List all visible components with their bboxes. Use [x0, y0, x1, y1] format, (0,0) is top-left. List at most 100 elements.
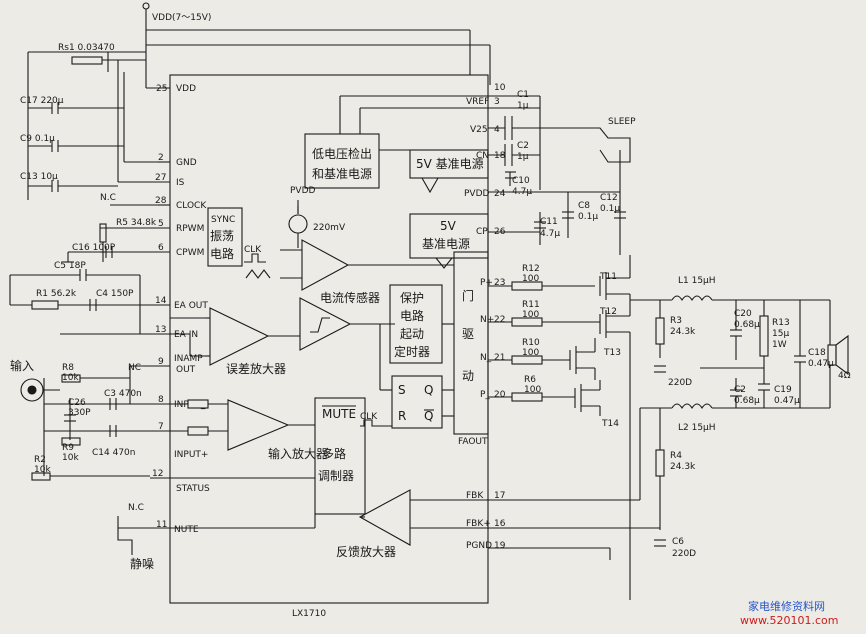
sr-qb: Q — [424, 409, 433, 423]
r10-label: R10 — [522, 338, 540, 348]
r1-label: R1 56.2k — [36, 289, 77, 299]
uvlo-text-1: 低电压检出 — [312, 146, 372, 161]
oscillator-block — [207, 207, 243, 267]
pin-11-name: NUTE — [174, 525, 199, 535]
speaker-icon — [827, 334, 849, 376]
c19-label: C19 — [774, 385, 792, 395]
pin-9-num: 9 — [158, 357, 164, 367]
t11-label: T11 — [599, 272, 617, 282]
pin-28-name: CLOCK — [176, 201, 207, 211]
r3-value: 24.3k — [670, 327, 696, 337]
nc1-label: N.C — [100, 193, 116, 203]
pin-16-name: FBK+ — [466, 519, 491, 529]
r12-label: R12 — [522, 264, 540, 274]
pin-4-num: 4 — [494, 125, 500, 135]
pin-7-num: 7 — [158, 422, 164, 432]
r13-watt: 1W — [772, 340, 787, 350]
r8-value: 10k — [62, 373, 79, 383]
sr-s: S — [398, 383, 406, 397]
ref5v-b-text-1: 5V — [440, 219, 457, 233]
r12-value: 100 — [522, 274, 539, 284]
c17-label: C17 220μ — [20, 96, 64, 106]
mosfet-t14 — [574, 380, 601, 416]
pin-14-num: 14 — [155, 296, 167, 306]
current-sense-label: 电流传感器 — [320, 290, 380, 305]
t13-label: T13 — [603, 348, 621, 358]
prot-text-1: 保护 — [400, 291, 424, 305]
c11-value: 4.7μ — [540, 229, 560, 239]
osc-text-2: 振荡 — [210, 229, 234, 243]
c13-label: C13 10μ — [20, 172, 58, 182]
c10-label: C10 — [512, 176, 530, 186]
r6-label: R6 — [524, 375, 536, 385]
pin-19-num: 19 — [494, 541, 506, 551]
watermark-line-1: 家电维修资料网 — [748, 599, 825, 613]
ref5v-a-block — [409, 149, 489, 179]
r9-value: 10k — [62, 453, 79, 463]
sleep-label: SLEEP — [608, 117, 636, 127]
mux-modulator-block — [314, 397, 366, 515]
mux-text-3: 调制器 — [318, 469, 354, 483]
clk-label-1: CLK — [244, 245, 262, 255]
nc3-label: N.C — [128, 503, 144, 513]
pin-22-name: N+ — [480, 315, 494, 325]
pin-18-name: CN — [476, 151, 489, 161]
pin-21-num: 21 — [494, 353, 505, 363]
pin-21-name: N_ — [480, 353, 492, 363]
input-jack[interactable] — [20, 378, 44, 402]
mosfet-t13 — [569, 338, 596, 380]
sr-q: Q — [424, 383, 433, 397]
sr-latch — [391, 375, 443, 429]
mosfet-t12 — [599, 300, 631, 600]
pin-13-num: 13 — [155, 325, 166, 335]
c2b-value: 0.68μ — [734, 396, 760, 406]
c6-label: C6 — [672, 537, 684, 547]
r9-label: R9 — [62, 443, 74, 453]
nc2-label: NC — [128, 363, 141, 373]
pin-10-num: 10 — [494, 83, 506, 93]
input-amp-label: 输入放大器 — [268, 446, 328, 461]
pin-2-num: 2 — [158, 153, 164, 163]
pin-2-name: GND — [176, 158, 197, 168]
pin-13-name: EA IN — [174, 330, 198, 340]
clk-label-2: CLK — [360, 412, 378, 422]
sleep-input[interactable] — [540, 127, 631, 163]
t12-label: T12 — [599, 307, 617, 317]
r6-value: 100 — [524, 385, 541, 395]
c26-label: C26 — [68, 398, 86, 408]
c19-value: 0.47μ — [774, 396, 800, 406]
mosfet-t11 — [599, 255, 631, 300]
c2a-value: 1μ — [517, 152, 529, 162]
pin-19-name: PGND — [466, 541, 492, 551]
c220a-label: 220D — [668, 378, 692, 388]
c8-label: C8 — [578, 201, 590, 211]
gate-text-2: 驱 — [462, 327, 474, 341]
watermark-line-2: www.520101.com — [740, 614, 838, 627]
pin-20-num: 20 — [494, 390, 506, 400]
r10-value: 100 — [522, 348, 539, 358]
r13-label: R13 — [772, 318, 790, 328]
pin-24-num: 24 — [494, 189, 506, 199]
output-filter — [630, 295, 831, 547]
r3-label: R3 — [670, 316, 682, 326]
mux-text-1: MUTE — [322, 407, 356, 421]
pin-17-name: FBK_ — [466, 491, 488, 501]
pin-27-name: IS — [176, 178, 185, 188]
c18-label: C18 — [808, 348, 826, 358]
input-amplifier — [227, 399, 290, 451]
error-amp-label: 误差放大器 — [226, 361, 286, 376]
pin-22-num: 22 — [494, 315, 505, 325]
c12-label: C12 — [600, 193, 618, 203]
gate-drive-block — [453, 251, 489, 435]
pvdd-label: PVDD — [290, 186, 316, 196]
c2b-label: C2 — [734, 385, 746, 395]
c14-label: C14 470n — [92, 448, 135, 458]
c26-value: 330P — [68, 408, 91, 418]
pin-14-name: EA OUT — [174, 301, 208, 311]
speaker-ohm: 4Ω — [838, 371, 851, 381]
pin-17-num: 17 — [494, 491, 505, 501]
uvlo-text-2: 和基准电源 — [312, 167, 372, 181]
r4-label: R4 — [670, 451, 682, 461]
